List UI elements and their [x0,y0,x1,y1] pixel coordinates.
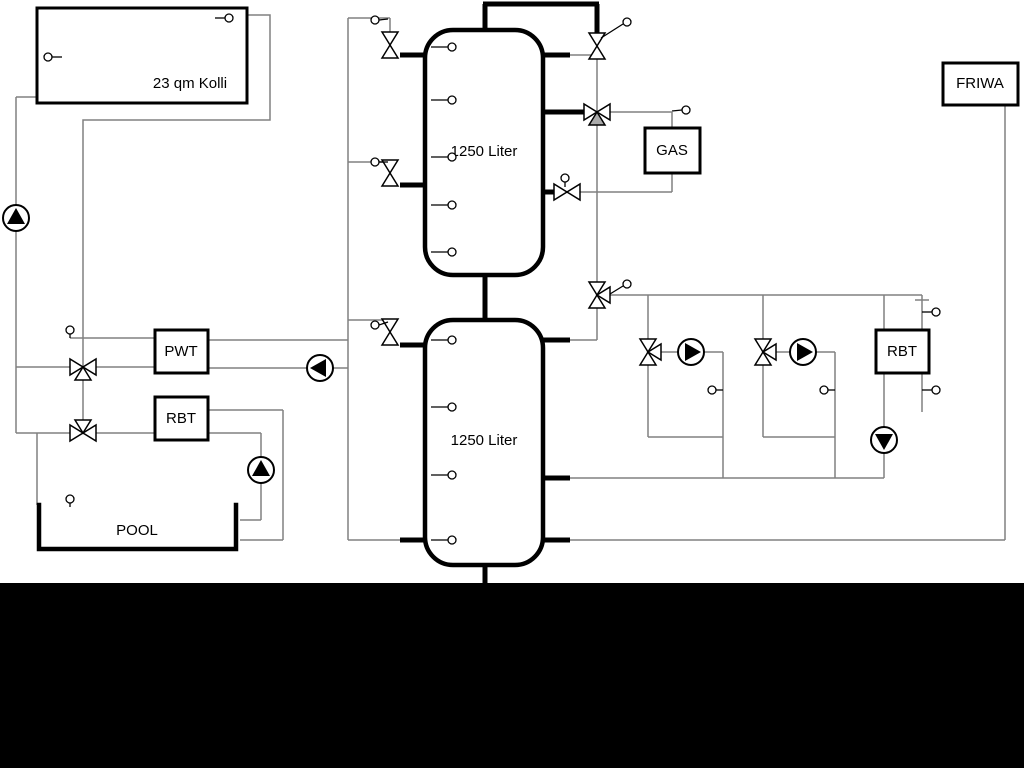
distribution-valve-icon[interactable] [587,281,611,309]
temp-sensor-icon [431,335,457,345]
collector-label: 23 qm Kolli [153,75,227,92]
buffer-tank-1-label: 1250 Liter [451,143,518,160]
temp-sensor-icon [370,15,389,25]
temp-sensor-icon [65,325,75,338]
pool-basin[interactable]: POOL [36,502,239,552]
heating-circuit-1-valve-icon[interactable] [638,338,662,366]
pool-label: POOL [116,522,158,539]
temp-sensor-icon [65,494,75,507]
buffer-tank-1[interactable]: 1250 Liter [422,27,546,278]
pwt-label: PWT [164,343,197,360]
temp-sensor-icon [922,307,941,317]
gas-boiler-box[interactable]: GAS [643,126,702,175]
pool-3way-valve-icon[interactable] [69,419,97,443]
temp-sensor-icon [431,152,457,162]
pwt-box[interactable]: PWT [153,328,210,375]
rbt-pump-icon[interactable] [870,426,898,454]
pwt-pump-icon[interactable] [306,354,334,382]
heating-pump-2-icon[interactable] [789,338,817,366]
heating-pump-1-icon[interactable] [677,338,705,366]
friwa-label: FRIWA [956,75,1004,92]
temp-sensor-icon [431,402,457,412]
temp-sensor-icon [370,157,388,167]
bottom-black-band [0,583,1024,768]
temp-sensor-icon [431,42,457,52]
tank1-top-valve-icon[interactable] [380,31,400,59]
rbt-left-label: RBT [166,410,196,427]
friwa-box[interactable]: FRIWA [941,61,1020,107]
buffer-tank-2[interactable]: 1250 Liter [422,317,546,568]
temp-sensor-icon [431,535,457,545]
temp-sensor-icon [431,200,457,210]
gas-boiler-label: GAS [656,142,688,159]
heating-circuit-2-valve-icon[interactable] [753,338,777,366]
tank1-mid-valve-icon[interactable] [380,159,400,187]
temp-sensor-icon [707,385,723,395]
gas-mixing-valve-icon[interactable] [583,102,611,126]
temp-sensor-icon [431,95,457,105]
solar-pump-icon[interactable] [2,204,30,232]
temp-sensor-icon [431,247,457,257]
rbt-right-box[interactable]: RBT [874,328,931,375]
temp-sensor-icon [600,17,632,39]
temp-sensor-icon [671,105,691,115]
temp-sensor-icon [819,385,835,395]
gas-return-valve-icon[interactable] [553,182,581,202]
temp-sensors[interactable] [43,13,941,545]
temp-sensor-icon [922,385,941,395]
rbt-right-label: RBT [887,343,917,360]
tank1-right-valve-icon[interactable] [587,32,607,60]
temp-sensor-icon [43,52,62,62]
buffer-tank-2-label: 1250 Liter [451,432,518,449]
collector-box[interactable]: 23 qm Kolli [35,6,249,105]
temp-sensor-icon [370,320,389,330]
rbt-left-box[interactable]: RBT [153,395,210,442]
temp-sensor-icon [609,279,632,295]
pool-pump-icon[interactable] [247,456,275,484]
main-pipes [400,1,600,588]
temp-sensor-icon [560,173,570,187]
temp-sensor-icon [215,13,234,23]
solar-3way-valve-icon[interactable] [69,357,97,381]
temp-sensor-icon [431,470,457,480]
